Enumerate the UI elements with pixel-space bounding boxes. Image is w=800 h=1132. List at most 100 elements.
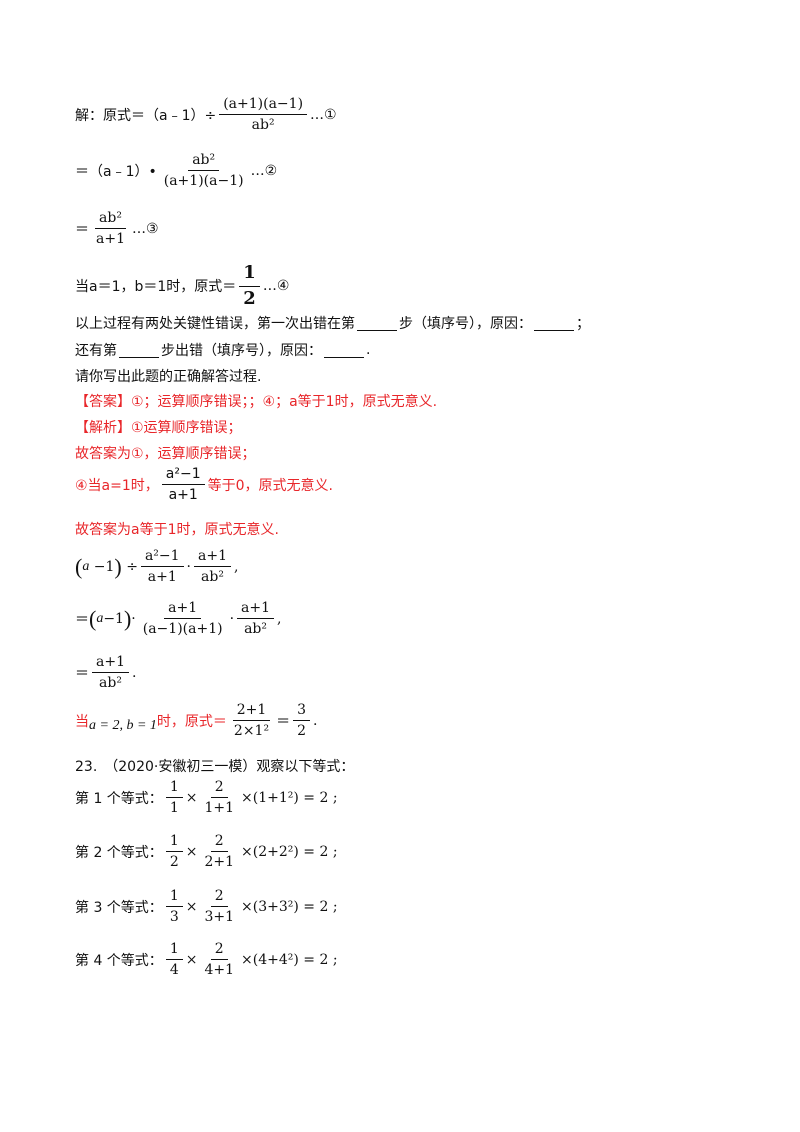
- solution-fraction: a+1 ab²: [237, 600, 275, 638]
- question-text: 请你写出此题的正确解答过程.: [75, 369, 262, 385]
- step-3-prefix: ＝: [75, 221, 89, 238]
- step-marker: …②: [250, 162, 278, 179]
- denominator: 2: [243, 287, 256, 309]
- analysis-text: ④当a=1时，: [75, 477, 159, 494]
- analysis-fraction: a²−1 a+1: [161, 466, 205, 504]
- step-3-fraction: ab² a+1: [92, 210, 129, 247]
- solution-line-1: (a −1) ÷ a²−1 a+1 · a+1 ab² ,: [75, 548, 239, 586]
- denominator: 4+1: [204, 962, 235, 979]
- denominator: a+1: [147, 569, 177, 586]
- numerator: 1: [165, 779, 183, 799]
- solution-line-4: 当 a = 2, b = 1 时，原式＝ 2+1 2×1² ＝ 3 2 .: [75, 702, 318, 740]
- question-text: 以上过程有两处关键性错误，第一次出错在第: [75, 316, 355, 332]
- question-text: ；: [576, 316, 590, 332]
- denominator: a+1: [96, 231, 125, 248]
- denominator: 2: [297, 723, 306, 740]
- analysis-text: 【解析】①运算顺序错误；: [75, 420, 242, 436]
- analysis-line-2: 故答案为①，运算顺序错误；: [75, 443, 256, 463]
- step-marker: …③: [131, 220, 159, 237]
- question-text: 步出错（填序号），原因：: [161, 343, 322, 359]
- answer-line: 【答案】①；运算顺序错误；；④；a等于1时，原式无意义.: [75, 391, 437, 411]
- equation-label: 第 2 个等式：: [75, 844, 163, 861]
- numerator: ab²: [95, 210, 126, 230]
- analysis-line-3: ④当a=1时， a²−1 a+1 等于0，原式无意义.: [75, 466, 333, 503]
- step-1-fraction: (a+1)(a−1) ab²: [219, 96, 308, 134]
- numerator: 2+1: [232, 702, 271, 722]
- denominator: 2×1²: [233, 723, 270, 740]
- step-1: 解：原式＝（a﹣1）÷ (a+1)(a−1) ab² …①: [75, 96, 337, 133]
- equation-label: 第 4 个等式：: [75, 952, 163, 969]
- numerator: 2: [210, 833, 228, 853]
- numerator: 2: [210, 888, 228, 908]
- numerator: 1: [165, 941, 183, 961]
- equation-tail: (1+1²) = 2 ;: [252, 789, 338, 806]
- solution-fraction: a+1 (a−1)(a+1): [139, 600, 227, 637]
- solution-fraction: a+1 ab²: [194, 548, 231, 585]
- denominator: 3+1: [204, 909, 235, 926]
- question-line-3: 请你写出此题的正确解答过程.: [75, 366, 261, 386]
- numerator: 1: [165, 833, 183, 853]
- denominator: a+1: [168, 487, 198, 504]
- step-marker: …④: [262, 278, 290, 295]
- answer-blank: [534, 316, 574, 331]
- denominator: ab²: [99, 675, 122, 692]
- denominator: 3: [169, 909, 179, 926]
- denominator: (a−1)(a+1): [142, 621, 223, 638]
- numerator: ab²: [188, 152, 220, 172]
- question-line-1: 以上过程有两处关键性错误，第一次出错在第 步（填序号），原因： ；: [75, 313, 590, 333]
- numerator: 2: [210, 779, 228, 799]
- equation-tail: (4+4²) = 2 ;: [252, 951, 338, 968]
- denominator: ab²: [201, 569, 224, 586]
- solution-text: 时，原式＝: [156, 713, 227, 730]
- solution-condition: a = 2, b = 1: [89, 717, 157, 733]
- denominator: 1+1: [204, 800, 235, 817]
- problem-title: 23. （2020·安徽初三一模）观察以下等式：: [75, 759, 355, 775]
- denominator: 2: [169, 854, 179, 871]
- analysis-text: 故答案为a等于1时，原式无意义.: [75, 522, 279, 538]
- answer-blank: [357, 316, 397, 331]
- step-4-fraction: 1 2: [239, 262, 260, 309]
- numerator: a+1: [164, 600, 202, 620]
- question-text: 还有第: [75, 343, 117, 359]
- solution-fraction: a²−1 a+1: [140, 548, 184, 586]
- denominator: 2+1: [204, 854, 235, 871]
- question-text: .: [366, 342, 371, 358]
- equation-label: 第 3 个等式：: [75, 899, 163, 916]
- analysis-text: 故答案为①，运算顺序错误；: [75, 446, 256, 462]
- equation-tail: (2+2²) = 2 ;: [252, 843, 338, 860]
- step-3: ＝ ab² a+1 …③: [75, 210, 159, 247]
- solution-text: 当: [75, 713, 89, 730]
- solution-line-2: ＝(a−1)· a+1 (a−1)(a+1) · a+1 ab² ,: [75, 600, 282, 638]
- numerator: 1: [165, 888, 183, 908]
- solution-fraction: 3 2: [293, 702, 310, 739]
- question-text: 步（填序号），原因：: [399, 316, 532, 332]
- numerator: 3: [293, 702, 310, 722]
- problem-23-title: 23. （2020·安徽初三一模）观察以下等式：: [75, 756, 354, 776]
- step-2-fraction: ab² (a+1)(a−1): [160, 152, 248, 189]
- step-2-prefix: ＝（a﹣1）•: [75, 163, 157, 180]
- solution-fraction: a+1 ab²: [92, 654, 129, 691]
- step-marker: …①: [310, 106, 337, 123]
- analysis-line-4: 故答案为a等于1时，原式无意义.: [75, 519, 279, 539]
- answer-blank: [324, 343, 364, 358]
- numerator: 2: [210, 941, 228, 961]
- numerator: a+1: [194, 548, 231, 568]
- step-1-prefix: 解：原式＝（a﹣1）÷: [75, 107, 217, 124]
- denominator: ab²: [244, 621, 267, 638]
- numerator: a²−1: [140, 548, 184, 568]
- numerator: 1: [239, 262, 260, 287]
- analysis-text: 等于0，原式无意义.: [207, 477, 333, 494]
- denominator: 4: [169, 962, 179, 979]
- numerator: a²−1: [161, 466, 205, 486]
- denominator: ab²: [251, 117, 275, 134]
- equation-tail: (3+3²) = 2 ;: [252, 898, 338, 915]
- numerator: (a+1)(a−1): [219, 96, 308, 116]
- question-line-2: 还有第 步出错（填序号），原因： .: [75, 340, 370, 360]
- step-2: ＝（a﹣1）• ab² (a+1)(a−1) …②: [75, 152, 277, 189]
- equation-label: 第 1 个等式：: [75, 790, 163, 807]
- numerator: a+1: [237, 600, 275, 620]
